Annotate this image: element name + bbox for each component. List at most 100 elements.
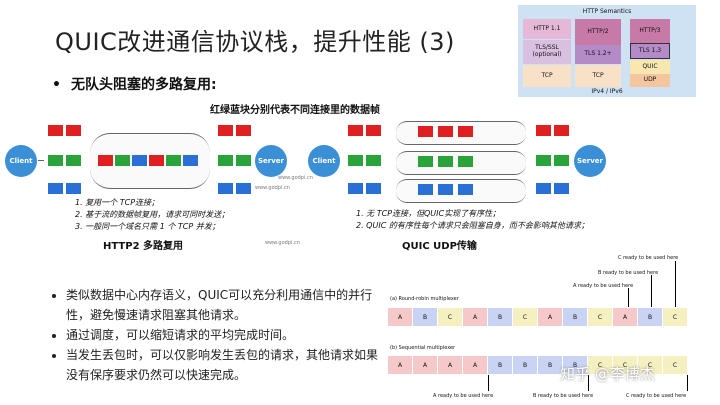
protocol-stack-diagram: HTTP Semantics HTTP 1.1 TLS/SSL (optiona…: [518, 5, 696, 97]
frame-red: [48, 125, 63, 136]
tcp-block-1: TCP: [523, 65, 571, 87]
frame-blue: [536, 183, 551, 194]
frame-blue: [438, 184, 453, 195]
sequence-cell-a: A: [388, 308, 413, 326]
quic-notes: 1. 无 TCP连接，但QUIC实现了有序性； 2. QUIC 的有序性每个请求…: [356, 208, 589, 232]
frame-green: [115, 155, 130, 166]
b-annotation: A ready to be used here: [433, 393, 494, 399]
zhihu-watermark: 知乎 @李博杰: [560, 365, 655, 383]
quic-note: 2. QUIC 的有序性每个请求只会阻塞自身，而不会影响其他请求；: [356, 221, 589, 230]
frame-blue: [132, 155, 147, 166]
sequence-cell-c: C: [513, 308, 538, 326]
frame-green: [218, 155, 233, 166]
http2-note: 3. 一般同一个域名只需 1 个 TCP 并发；: [75, 222, 220, 231]
sequence-cell-a: A: [388, 356, 413, 374]
frame-red: [554, 125, 569, 136]
subtitle: • 无队头阻塞的多路复用:: [52, 74, 217, 94]
watermark: www.godpi.cn: [265, 240, 300, 246]
sequence-cell-a: A: [613, 308, 638, 326]
sequence-cell-a: A: [463, 356, 488, 374]
frame-green: [438, 156, 453, 167]
http2-notes: 1. 复用一个 TCP连接； 2. 基于流的数据帧复用，请求可同时发送； 3. …: [75, 197, 229, 233]
subtitle-text: 无队头阻塞的多路复用:: [70, 77, 217, 93]
frame-red: [458, 126, 473, 137]
frame-green: [66, 155, 81, 166]
frame-red: [536, 125, 551, 136]
frame-blue: [554, 183, 569, 194]
a-annotation: C ready to be used here: [618, 255, 679, 261]
quic-server: Server: [574, 145, 606, 177]
frame-red: [366, 125, 381, 136]
bullet-item: 当发生丢包时，可以仅影响发生丢包的请求，其他请求如果没有保序要求仍然可以快速完成…: [66, 345, 380, 385]
sequence-cell-b: B: [488, 356, 513, 374]
frame-red: [149, 155, 164, 166]
sequence-cell-c: C: [613, 356, 638, 374]
frame-red: [418, 126, 433, 137]
frame-blue: [48, 183, 63, 194]
watermark: www.godpi.cn: [278, 175, 313, 181]
sequence-cell-c: C: [588, 356, 613, 374]
frame-blue: [218, 183, 233, 194]
frame-red: [218, 125, 233, 136]
tls12-block: TLS 1.2+: [575, 45, 621, 64]
udp-block: UDP: [630, 74, 670, 87]
tls-ssl-block: TLS/SSL (optional): [523, 40, 571, 64]
frame-blue: [418, 184, 433, 195]
sequence-cell-a: A: [463, 308, 488, 326]
sequence-cell-c: C: [663, 356, 688, 374]
frame-red: [348, 125, 363, 136]
sequence-cell-a: A: [413, 356, 438, 374]
frame-red: [438, 126, 453, 137]
sequence-cell-a: A: [538, 308, 563, 326]
sequence-cell-b: B: [513, 356, 538, 374]
bullet-item: 类似数据中心内存语义，QUIC可以充分利用通信中的并行性，避免慢速请求阻塞其他请…: [66, 285, 380, 325]
b-title: (b) Sequential multiplexer: [390, 345, 456, 351]
frame-green: [554, 155, 569, 166]
frame-red: [236, 125, 251, 136]
sequence-cell-b: B: [563, 308, 588, 326]
b-annotation: C ready to be used here: [626, 393, 687, 399]
http2-server: Server: [255, 145, 287, 177]
a-title: (a) Round-robin multiplexer: [390, 296, 459, 302]
multiplexer-diagram: C ready to be used here B ready to be us…: [388, 255, 688, 403]
frame-green: [536, 155, 551, 166]
sequence-cell-c: C: [438, 308, 463, 326]
sequence-cell-b: B: [638, 308, 663, 326]
quic-diagram: Client Server www.godpi.cn: [278, 115, 618, 205]
http2-label: HTTP2 多路复用: [103, 241, 184, 252]
frame-red: [98, 155, 113, 166]
http2-note: 2. 基于流的数据帧复用，请求可同时发送；: [75, 210, 230, 219]
quic-client: Client: [308, 145, 340, 177]
sequence-cell-c: C: [588, 308, 613, 326]
a-annotation: B ready to be used here: [598, 270, 659, 276]
http2-note: 1. 复用一个 TCP连接；: [75, 198, 160, 207]
quic-note: 1. 无 TCP连接，但QUIC实现了有序性；: [356, 209, 501, 218]
http2-block: HTTP/2: [575, 19, 621, 45]
frame-blue: [348, 183, 363, 194]
http11-block: HTTP 1.1: [523, 19, 571, 39]
frame-green: [348, 155, 363, 166]
frame-green: [366, 155, 381, 166]
sequence-cell-b: B: [488, 308, 513, 326]
frame-blue: [236, 183, 251, 194]
tls13-block: TLS 1.3: [630, 43, 670, 59]
frame-green: [236, 155, 251, 166]
http-semantics: HTTP Semantics: [518, 5, 696, 19]
sequence-cell-b: B: [563, 356, 588, 374]
frame-green: [48, 155, 63, 166]
quic-label: QUIC UDP传输: [402, 241, 477, 252]
tcp-block-2: TCP: [575, 65, 621, 87]
sequence-cell-c: C: [663, 308, 688, 326]
frame-blue: [458, 184, 473, 195]
quic-block: QUIC: [630, 60, 670, 74]
bullet-list: 类似数据中心内存语义，QUIC可以充分利用通信中的并行性，避免慢速请求阻塞其他请…: [50, 285, 380, 385]
bullet-item: 通过调度，可以缩短请求的平均完成时间。: [66, 325, 380, 345]
sequence-cell-b: B: [538, 356, 563, 374]
http2-client: Client: [5, 145, 37, 177]
sequence-cell-b: B: [413, 308, 438, 326]
frame-blue: [366, 183, 381, 194]
frame-blue: [66, 183, 81, 194]
subtitle-bullet: •: [52, 77, 61, 93]
